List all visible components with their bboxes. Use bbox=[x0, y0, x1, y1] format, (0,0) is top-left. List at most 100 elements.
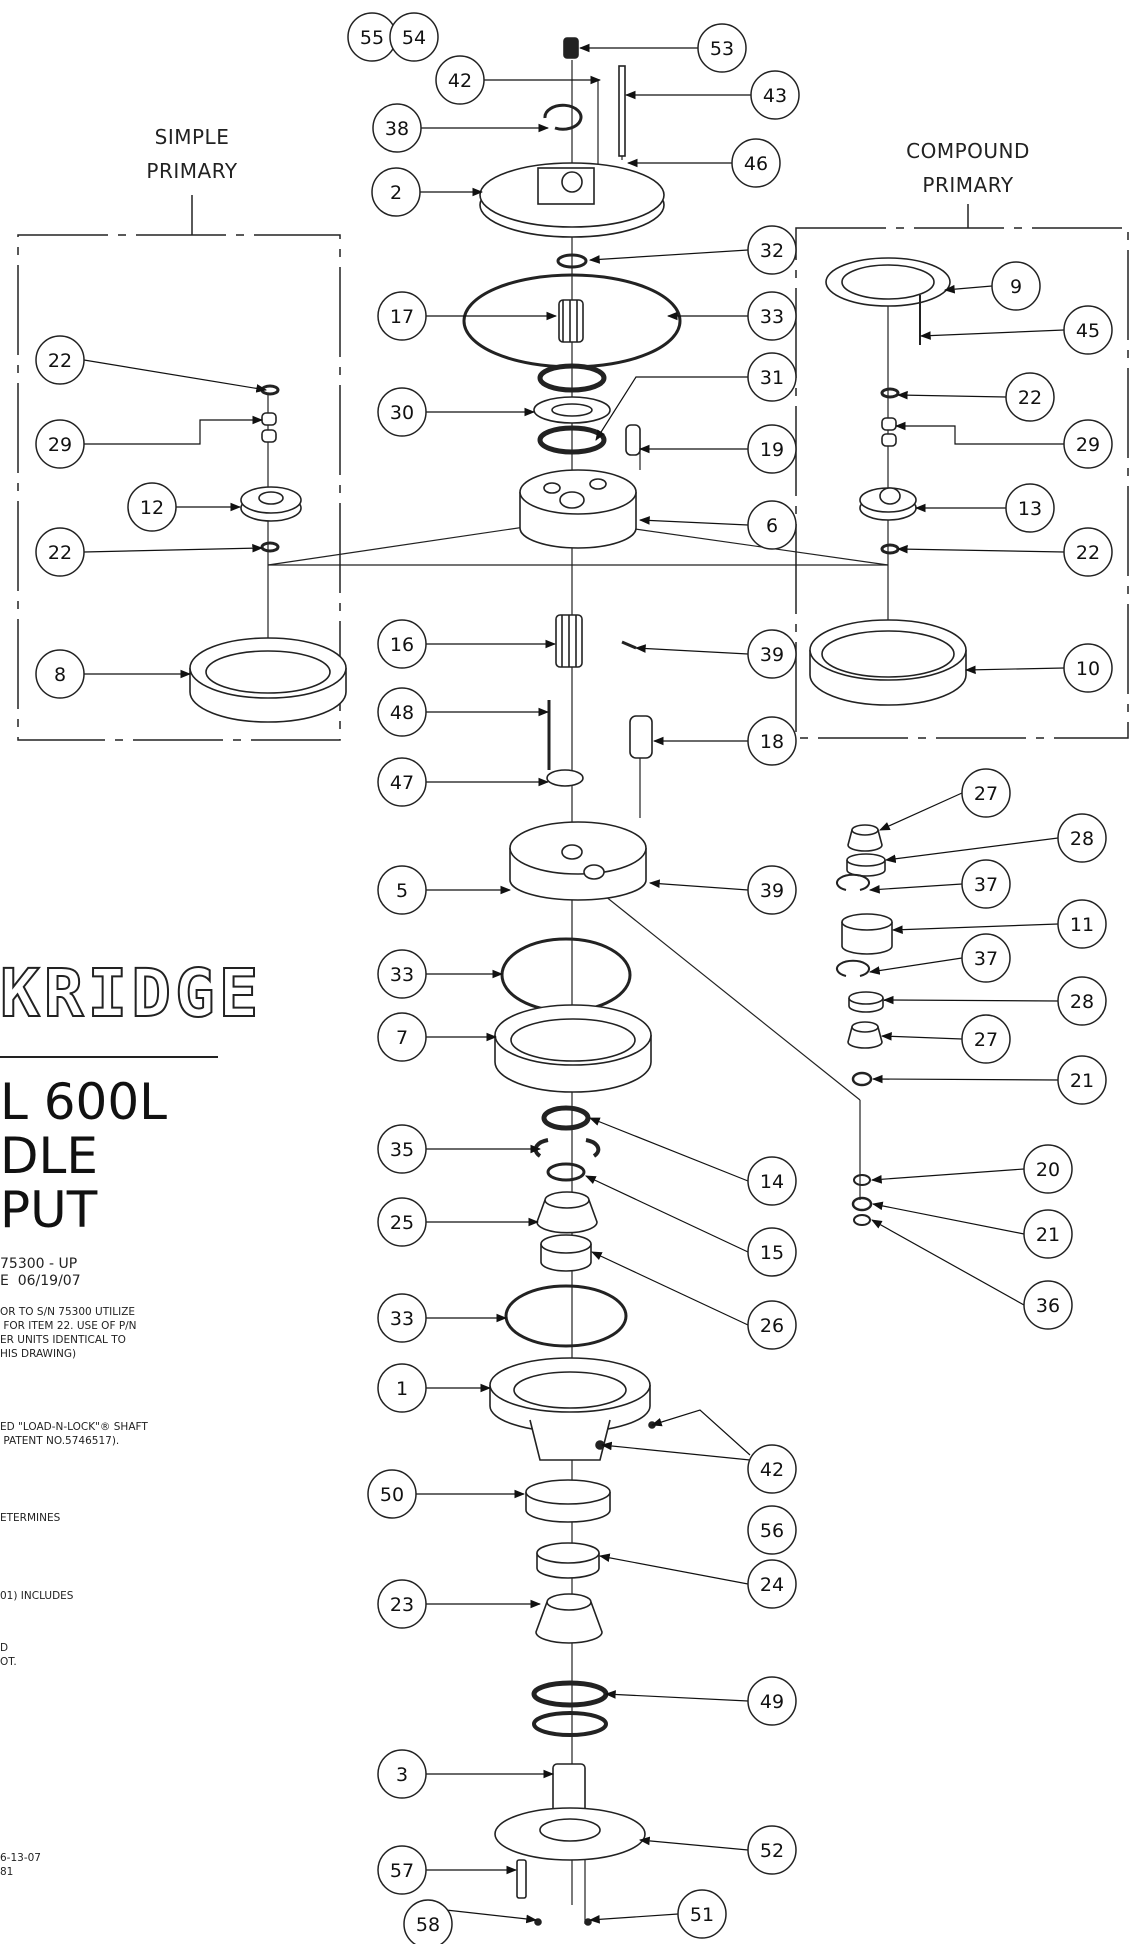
callout-circle bbox=[403, 1899, 453, 1944]
callout-46: 46 bbox=[731, 138, 781, 188]
part-27-bearing-cone-top bbox=[847, 824, 883, 852]
callout-number: 18 bbox=[760, 731, 784, 753]
part-47-washer bbox=[546, 769, 584, 787]
callout-number: 5 bbox=[396, 880, 408, 902]
callout-number: 45 bbox=[1076, 320, 1100, 342]
callout-circle bbox=[435, 55, 485, 105]
leader-line-52 bbox=[638, 1836, 749, 1851]
callout-number: 12 bbox=[140, 497, 164, 519]
callout-number: 6 bbox=[766, 515, 778, 537]
callout-number: 8 bbox=[54, 664, 66, 686]
part-37-snap-ring-bottom bbox=[836, 959, 870, 977]
callout-number: 14 bbox=[760, 1171, 784, 1193]
callout-54: 54 bbox=[389, 12, 439, 62]
callout-19: 19 bbox=[747, 424, 797, 474]
callout-20: 20 bbox=[1023, 1144, 1073, 1194]
callout-circle bbox=[1057, 976, 1107, 1026]
part-29-roller-compound-bottom bbox=[881, 433, 897, 447]
part-17-input-gear bbox=[558, 299, 584, 343]
leader-line-10 bbox=[964, 665, 1065, 675]
callout-30: 30 bbox=[377, 387, 427, 437]
callout-number: 21 bbox=[1070, 1070, 1094, 1092]
callout-7: 7 bbox=[377, 1012, 427, 1062]
part-10-ring-gear-compound bbox=[809, 619, 967, 706]
callout-8: 8 bbox=[35, 649, 85, 699]
leader-line-37 bbox=[868, 957, 963, 975]
callout-32: 32 bbox=[747, 225, 797, 275]
callout-number: 13 bbox=[1018, 498, 1042, 520]
callout-55: 55 bbox=[347, 12, 397, 62]
callout-circle bbox=[377, 1845, 427, 1895]
callout-number: 29 bbox=[1076, 434, 1100, 456]
callout-number: 27 bbox=[974, 1029, 998, 1051]
leader-line-26 bbox=[591, 1251, 749, 1326]
note-item-22: OR TO S/N 75300 UTILIZE FOR ITEM 22. USE… bbox=[0, 1306, 137, 1360]
callout-37: 37 bbox=[961, 859, 1011, 909]
callout-14: 14 bbox=[747, 1156, 797, 1206]
brand-rule bbox=[0, 1056, 218, 1058]
callout-48: 48 bbox=[377, 687, 427, 737]
callout-number: 30 bbox=[390, 402, 414, 424]
callout-29: 29 bbox=[35, 419, 85, 469]
callout-10: 10 bbox=[1063, 643, 1113, 693]
callout-circle bbox=[377, 949, 427, 999]
callout-number: 58 bbox=[416, 1914, 440, 1936]
callout-number: 55 bbox=[360, 27, 384, 49]
part-1-hub bbox=[489, 1357, 651, 1461]
part-19-pin bbox=[625, 424, 641, 456]
callout-50: 50 bbox=[367, 1469, 417, 1519]
callout-number: 2 bbox=[390, 182, 402, 204]
callout-49: 49 bbox=[747, 1676, 797, 1726]
leader-line-39 bbox=[634, 644, 749, 655]
callout-37: 37 bbox=[961, 933, 1011, 983]
callout-number: 15 bbox=[760, 1242, 784, 1264]
compound-primary-heading-line2: PRIMARY bbox=[922, 173, 1014, 197]
callout-circle bbox=[1023, 1144, 1073, 1194]
callout-16: 16 bbox=[377, 619, 427, 669]
leader-line-45 bbox=[919, 329, 1065, 340]
callout-circle bbox=[371, 167, 421, 217]
callout-circle bbox=[377, 687, 427, 737]
callout-number: 46 bbox=[744, 153, 768, 175]
callout-number: 33 bbox=[760, 306, 784, 328]
callout-number: 25 bbox=[390, 1212, 414, 1234]
callout-47: 47 bbox=[377, 757, 427, 807]
callout-number: 36 bbox=[1036, 1295, 1060, 1317]
part-14-seal-ring bbox=[541, 1105, 591, 1131]
callout-number: 22 bbox=[48, 350, 72, 372]
callout-39: 39 bbox=[747, 629, 797, 679]
simple-primary-box bbox=[17, 234, 341, 741]
callout-number: 54 bbox=[402, 27, 426, 49]
callout-3: 3 bbox=[377, 1749, 427, 1799]
callout-circle bbox=[377, 1749, 427, 1799]
callout-number: 22 bbox=[1018, 387, 1042, 409]
callout-number: 37 bbox=[974, 948, 998, 970]
part-21-oring-upper bbox=[851, 1071, 873, 1087]
callout-circle bbox=[747, 1156, 797, 1206]
callout-number: 19 bbox=[760, 439, 784, 461]
callout-number: 24 bbox=[760, 1574, 784, 1596]
part-22-washer-compound-top bbox=[880, 387, 900, 399]
callout-36: 36 bbox=[1023, 1280, 1073, 1330]
callout-42: 42 bbox=[435, 55, 485, 105]
callout-number: 50 bbox=[380, 1484, 404, 1506]
leader-line-31 bbox=[595, 376, 748, 441]
callout-circle bbox=[1005, 372, 1055, 422]
callout-circle bbox=[747, 1559, 797, 1609]
callout-number: 42 bbox=[760, 1459, 784, 1481]
callout-number: 21 bbox=[1036, 1224, 1060, 1246]
callout-circle bbox=[961, 768, 1011, 818]
callout-31: 31 bbox=[747, 352, 797, 402]
callout-circle bbox=[377, 1293, 427, 1343]
callout-33: 33 bbox=[747, 291, 797, 341]
callout-56: 56 bbox=[747, 1505, 797, 1555]
leader-line-6 bbox=[638, 516, 749, 526]
callout-12: 12 bbox=[127, 482, 177, 532]
callout-number: 9 bbox=[1010, 276, 1022, 298]
callout-circle bbox=[1063, 643, 1113, 693]
part-53-plug bbox=[563, 37, 579, 59]
leader-line-9 bbox=[943, 284, 993, 294]
brand-logo-text: KRIDGE bbox=[0, 954, 263, 1033]
callout-22: 22 bbox=[1005, 372, 1055, 422]
callout-circle bbox=[747, 424, 797, 474]
